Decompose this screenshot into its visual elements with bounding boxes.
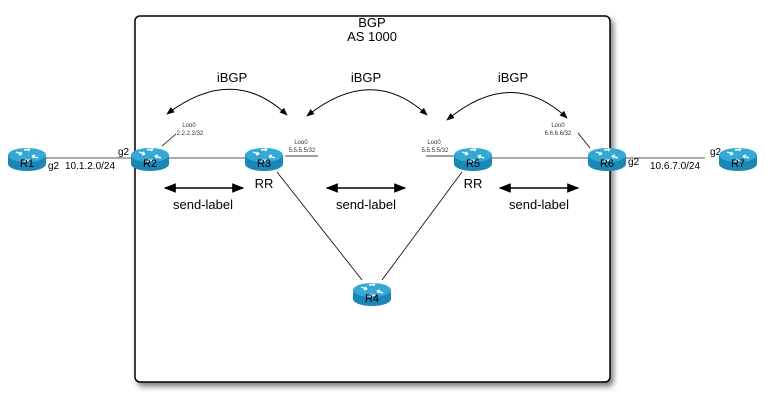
router-r7[interactable]: R7 [718,147,758,172]
as-subtitle: AS 1000 [347,29,397,44]
loopback-leader-r2 [161,133,177,147]
subnet-r6-r7: 10.6.7.0/24 [650,161,700,172]
router-label: R1 [20,158,34,170]
send-label-text-3: send-label [509,197,569,212]
router-r3[interactable]: R3 [244,147,284,172]
loopback-addr-r6: 6.6.6.6/32 [545,131,572,137]
router-r4[interactable]: R4 [352,282,392,307]
loopback-addr-r3: 5.5.5.5/32 [289,148,316,154]
ibgp-arrow-r5-r6 [446,92,568,121]
interface-r1-g2: g2 [48,161,60,172]
rr-label-r5: RR [464,176,483,191]
subnet-r1-r2: 10.1.2.0/24 [65,161,115,172]
router-r1[interactable]: R1 [7,147,47,172]
ibgp-label-2: iBGP [351,70,381,85]
router-label: R7 [731,158,745,170]
interface-r7-g2: g2 [710,147,722,158]
loopback-name-r5: Loo0 [427,140,441,146]
router-r5[interactable]: R5 [453,147,493,172]
ibgp-arrow-r2-r3 [166,88,288,116]
rr-label-r3: RR [255,176,274,191]
ibgp-label-1: iBGP [217,70,247,85]
as-title: BGP [358,15,385,30]
loopback-name-r3: Loo0 [294,140,308,146]
interface-r6-g2: g2 [628,157,640,168]
loopback-name-r6: Loo0 [551,123,565,129]
loopback-addr-r5: 5.5.5.5/32 [422,148,449,154]
router-label: R3 [257,158,271,170]
router-label: R6 [600,158,614,170]
router-label: R5 [466,158,480,170]
send-label-text-1: send-label [173,197,233,212]
router-label: R4 [365,293,379,305]
link-r5-r4 [381,171,463,281]
interface-r2-g2: g2 [118,147,130,158]
send-label-text-2: send-label [336,197,396,212]
loopback-name-r2: Loo0 [182,123,196,129]
link-r3-r4 [276,171,363,281]
loopback-addr-r2: 2.2.2.2/32 [177,131,204,137]
loopback-leader-r6 [577,132,591,149]
ibgp-arrow-r3-r5 [306,89,428,117]
router-r6[interactable]: R6 [587,147,627,172]
router-r2[interactable]: R2 [130,147,170,172]
router-label: R2 [143,158,157,170]
ibgp-label-3: iBGP [498,70,528,85]
